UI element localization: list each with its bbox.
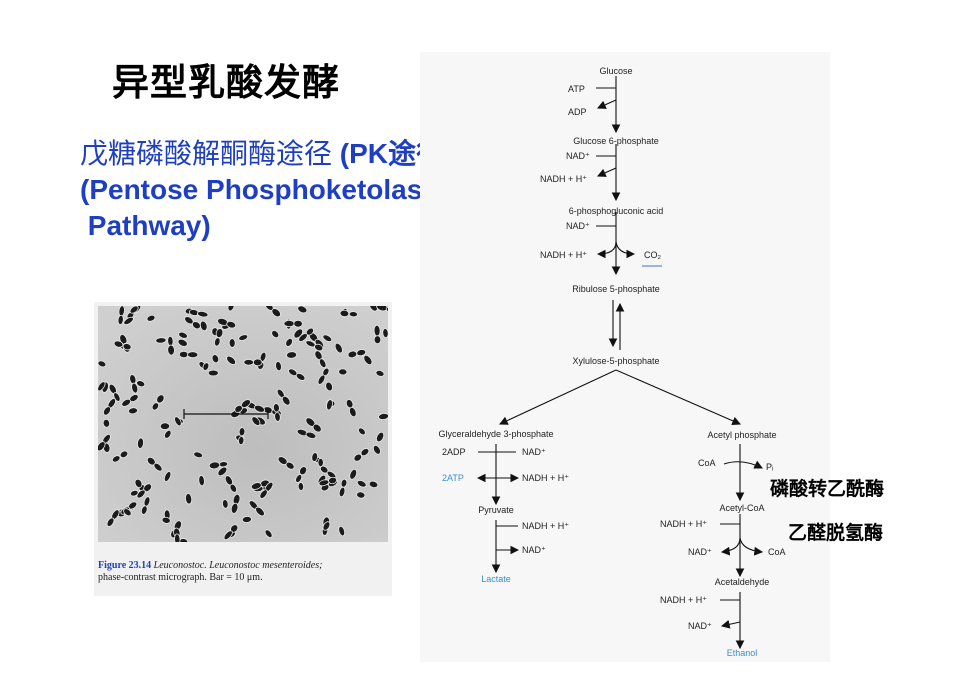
nad-r1-arrow: [720, 537, 741, 556]
arrow-to-acetylp: [615, 369, 742, 425]
nad2-label: NAD⁺: [566, 221, 590, 231]
xu5p-label: Xylulose-5-phosphate: [572, 356, 659, 366]
nadh-r1-label: NADH + H⁺: [660, 519, 707, 529]
enzyme-annotation-1: 磷酸转乙酰酶: [770, 478, 885, 500]
caption-species: Leuconostoc mesenteroides;: [209, 560, 323, 571]
micrograph-panel: Figure 23.14 Leuconostoc. Leuconostoc me…: [94, 302, 392, 596]
subtitle-block: 戊糖磷酸解酮酶途径 (PK途径) (Pentose Phosphoketolas…: [80, 136, 453, 244]
nadh2-label: NADH + H⁺: [540, 250, 587, 260]
adp-label: ADP: [568, 107, 587, 117]
glucose-label: Glucose: [599, 66, 632, 76]
figure-caption: Figure 23.14 Leuconostoc. Leuconostoc me…: [98, 560, 388, 584]
nad1-label: NAD⁺: [566, 151, 590, 161]
atp-label: ATP: [568, 84, 585, 94]
acetylp-label: Acetyl phosphate: [707, 430, 776, 440]
coa2-label: CoA: [768, 547, 786, 557]
pathway-svg: Glucose ATP ADP Glucose 6-phosphate NAD⁺…: [438, 66, 786, 658]
coa1-label: CoA: [698, 458, 716, 468]
coa2-arrow: [739, 537, 764, 556]
nad-l2-label: NAD⁺: [522, 545, 546, 555]
ru5p-label: Ribulose 5-phosphate: [572, 284, 660, 294]
pyruvate-label: Pyruvate: [478, 505, 514, 515]
caption-genus: Leuconostoc.: [153, 560, 207, 571]
two-atp-label: 2ATP: [442, 473, 464, 483]
nad-r1-label: NAD⁺: [688, 547, 712, 557]
caption-rest: phase-contrast micrograph. Bar = 10 μm.: [98, 572, 263, 583]
nad-r2-arrow: [720, 620, 741, 629]
subtitle-line-1: 戊糖磷酸解酮酶途径 (PK途径): [80, 136, 453, 172]
two-adp-label: 2ADP: [442, 447, 466, 457]
subtitle-zh: 戊糖磷酸解酮酶途径: [80, 137, 333, 170]
acetylcoa-label: Acetyl-CoA: [719, 503, 764, 513]
adp-arrow: [596, 99, 617, 109]
co2-arrow: [615, 241, 636, 259]
nadh-r2-label: NADH + H⁺: [660, 595, 707, 605]
acetaldehyde-label: Acetaldehyde: [715, 577, 770, 587]
micrograph-image: [98, 306, 388, 542]
pg-label: 6-phosphogluconic acid: [569, 206, 664, 216]
nadh-l1-label: NADH + H⁺: [522, 473, 569, 483]
slide-title: 异型乳酸发酵: [112, 61, 340, 104]
subtitle-line-2: (Pentose Phosphoketolase: [80, 174, 438, 205]
ethanol-label: Ethanol: [727, 648, 758, 658]
nad-l1-label: NAD⁺: [522, 447, 546, 457]
pathway-diagram: Glucose ATP ADP Glucose 6-phosphate NAD⁺…: [420, 52, 830, 662]
arrow-to-g3p: [499, 369, 617, 425]
nadh2-arrow: [596, 241, 617, 259]
nadh1-label: NADH + H⁺: [540, 174, 587, 184]
co2-label: CO₂: [644, 250, 662, 260]
nadh1-arrow: [596, 167, 617, 177]
g6p-label: Glucose 6-phosphate: [573, 136, 659, 146]
nad-r2-label: NAD⁺: [688, 621, 712, 631]
coa-pi-arrow: [723, 460, 763, 469]
subtitle-line-3: Pathway): [80, 210, 211, 241]
enzyme-annotation-2: 乙醛脱氢酶: [788, 522, 884, 544]
g3p-label: Glyceraldehyde 3-phosphate: [438, 429, 553, 439]
caption-number: Figure 23.14: [98, 560, 152, 571]
nadh-l2-label: NADH + H⁺: [522, 521, 569, 531]
lactate-label: Lactate: [481, 574, 511, 584]
pi-label: Pᵢ: [766, 462, 773, 472]
